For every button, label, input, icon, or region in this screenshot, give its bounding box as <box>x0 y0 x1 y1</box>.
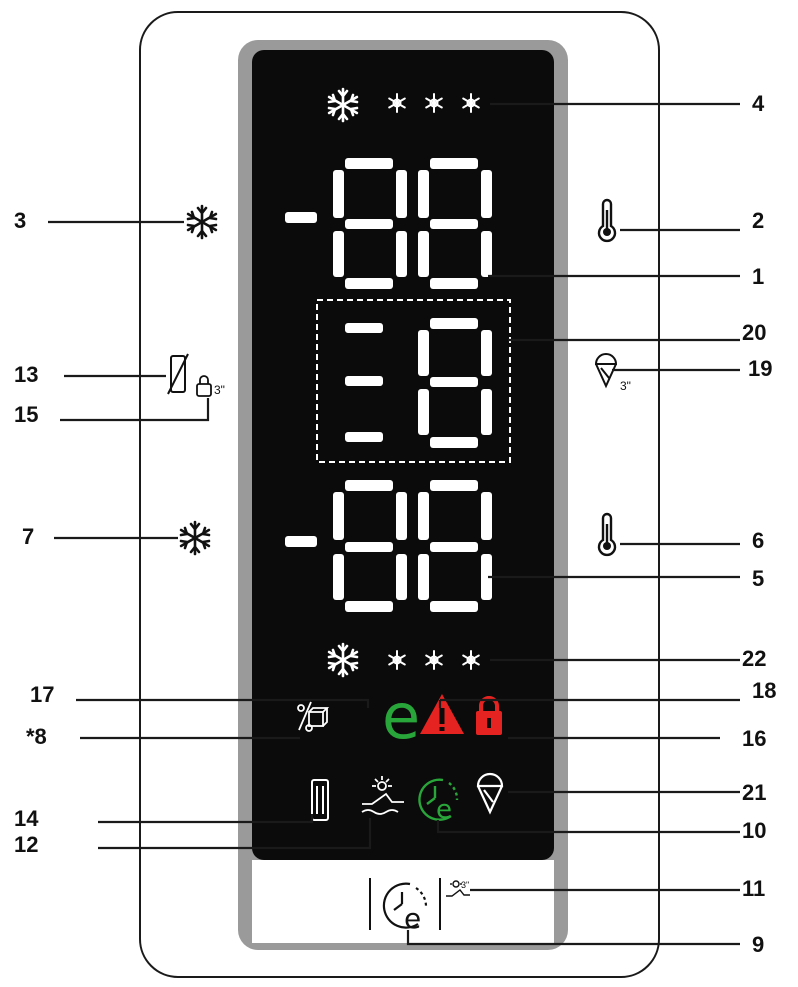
seven-segment-display <box>285 158 492 289</box>
snowflake-icon <box>179 520 211 556</box>
thermometer-icon <box>597 198 617 243</box>
ice-cream-icon <box>476 772 504 815</box>
callout-10: 10 <box>742 818 767 843</box>
callout-14: 14 <box>14 806 39 831</box>
callout-21: 21 <box>742 780 767 805</box>
callout-3: 3 <box>14 208 27 233</box>
snowflake-icon <box>186 204 218 240</box>
three-second-label: 3" <box>620 379 631 393</box>
seven-segment-display <box>285 480 492 612</box>
thermometer-icon <box>597 512 617 557</box>
water-filter-icon <box>167 353 189 395</box>
lock-icon <box>476 696 502 735</box>
callout-5: 5 <box>752 566 765 591</box>
callout-19: 19 <box>748 356 773 381</box>
vacation-sun-icon <box>361 776 404 815</box>
eco-timer-icon <box>418 778 459 821</box>
leader-lines <box>48 102 740 946</box>
callout-20: 20 <box>742 320 767 345</box>
eco-timer-icon <box>382 882 428 929</box>
callout-1: 1 <box>752 264 765 289</box>
eco-icon: e <box>382 680 420 753</box>
eco-letter: e <box>436 795 452 825</box>
callout-7: 7 <box>22 524 35 549</box>
ice-cream-icon <box>594 353 618 389</box>
callout-16: 16 <box>742 726 767 751</box>
callout-9: 9 <box>752 932 765 957</box>
alarm-triangle-icon <box>420 694 464 734</box>
eco-letter: e <box>404 902 421 935</box>
callout-4: 4 <box>752 91 765 116</box>
ice-cube-icon <box>297 701 330 732</box>
vacation-sun-icon <box>446 880 470 897</box>
water-filter-icon <box>311 779 329 821</box>
lock-icon <box>196 375 212 397</box>
seven-segment-display <box>345 318 492 448</box>
callout-8: *8 <box>26 724 47 749</box>
three-second-label: 3" <box>214 383 225 397</box>
dashed-box <box>316 299 511 463</box>
callout-13: 13 <box>14 362 39 387</box>
callout-18: 18 <box>752 678 777 703</box>
callout-11: 11 <box>742 876 766 901</box>
display-screen <box>252 50 554 860</box>
callout-2: 2 <box>752 208 765 233</box>
callout-17: 17 <box>30 682 55 707</box>
callout-15: 15 <box>14 402 39 427</box>
callout-6: 6 <box>752 528 765 553</box>
three-second-label: 3" <box>461 880 469 890</box>
callout-12: 12 <box>14 832 39 857</box>
callout-22: 22 <box>742 646 767 671</box>
